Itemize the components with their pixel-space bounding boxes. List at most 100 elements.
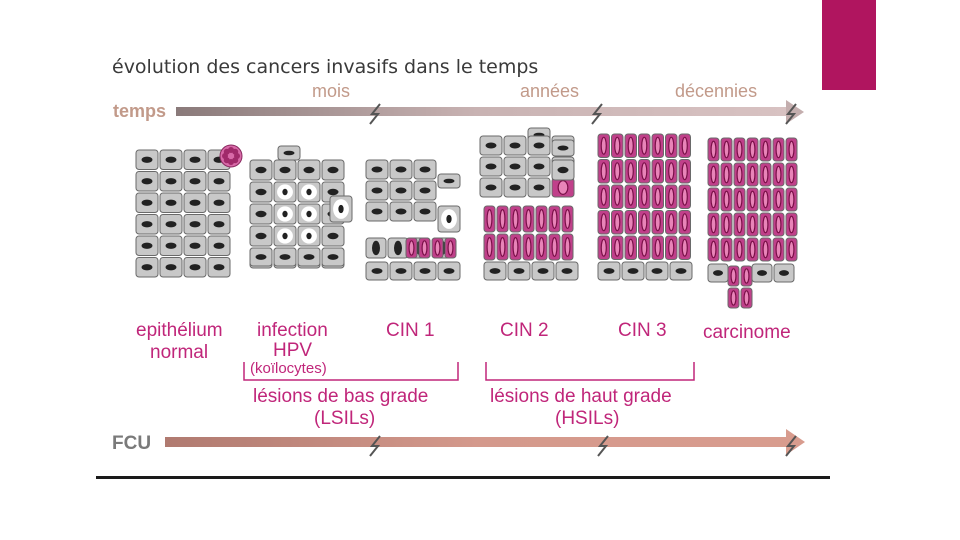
cell-nucleus (642, 239, 647, 256)
cell-nucleus (372, 268, 383, 274)
cell-nucleus (280, 167, 291, 173)
cell-nucleus (166, 178, 177, 184)
cell-nucleus (420, 187, 431, 193)
cell-nucleus (776, 241, 781, 258)
cell-nucleus (724, 191, 729, 208)
cell-nucleus (420, 268, 431, 274)
cell-nucleus (655, 188, 660, 205)
cell-nucleus (306, 233, 311, 239)
cell-nucleus (763, 141, 768, 158)
cell-nucleus (763, 241, 768, 258)
cell-nucleus (510, 184, 521, 190)
cell-nucleus (338, 205, 343, 213)
cell-nucleus (500, 210, 505, 229)
tissue-carcinome (708, 138, 797, 308)
cell-nucleus (615, 214, 620, 231)
cell-nucleus (724, 241, 729, 258)
cell-nucleus (282, 233, 287, 239)
stage-label-carcinome: carcinome (703, 322, 791, 343)
cell-nucleus (789, 216, 794, 233)
cell-nucleus (615, 163, 620, 180)
cell-nucleus (166, 200, 177, 206)
cell-nucleus (789, 141, 794, 158)
cell-nucleus (396, 208, 407, 214)
cell-nucleus (628, 163, 633, 180)
temps-label: temps (113, 101, 166, 121)
cell-nucleus (444, 268, 455, 274)
cell-nucleus (565, 210, 570, 229)
cell-nucleus (558, 145, 569, 150)
cell-nucleus (513, 238, 518, 257)
cell-nucleus (628, 239, 633, 256)
cell-nucleus (601, 188, 606, 205)
cell-nucleus (676, 268, 687, 274)
cell-nucleus (642, 214, 647, 231)
cell-nucleus (280, 254, 291, 260)
cell-nucleus (166, 221, 177, 227)
cell-nucleus (372, 166, 383, 172)
cell-nucleus (789, 191, 794, 208)
cell-nucleus (304, 167, 315, 173)
cell-nucleus (642, 163, 647, 180)
cell-nucleus (539, 210, 544, 229)
stage-label-cin2: CIN 2 (500, 320, 549, 341)
cell-nucleus (737, 141, 742, 158)
cell-nucleus (750, 216, 755, 233)
cell-nucleus (601, 214, 606, 231)
cell-nucleus (724, 141, 729, 158)
time-mark-mois: mois (312, 81, 350, 101)
cell-nucleus (711, 191, 716, 208)
cell-nucleus (422, 241, 427, 255)
cell-nucleus (256, 189, 267, 195)
cell-nucleus (562, 268, 573, 274)
cell-nucleus (682, 214, 687, 231)
cell-nucleus (526, 238, 531, 257)
high-grade-label-line1: lésions de haut grade (490, 386, 672, 407)
cell-nucleus (655, 214, 660, 231)
tissue-hpv-infection (250, 146, 352, 268)
cell-nucleus (601, 163, 606, 180)
cell-nucleus (448, 241, 453, 255)
cell-nucleus (487, 238, 492, 257)
cell-nucleus (486, 184, 497, 190)
cell-nucleus (711, 241, 716, 258)
cell-nucleus (737, 191, 742, 208)
cell-nucleus (731, 291, 736, 305)
cell-nucleus (757, 270, 767, 276)
cell-nucleus (737, 166, 742, 183)
cell-nucleus (655, 239, 660, 256)
cell-nucleus (306, 211, 311, 217)
hpv-virus-icon (220, 145, 242, 167)
cell-nucleus (306, 189, 311, 195)
cell-nucleus (435, 241, 440, 255)
cell-nucleus (256, 211, 267, 217)
cell-nucleus (420, 166, 431, 172)
cell-nucleus (328, 167, 339, 173)
cell-nucleus (190, 157, 201, 163)
cell-nucleus (669, 214, 674, 231)
cell-nucleus (328, 189, 339, 195)
cell-nucleus (526, 210, 531, 229)
cell-nucleus (682, 188, 687, 205)
cell-nucleus (486, 163, 497, 169)
cell-nucleus (487, 210, 492, 229)
cell-nucleus (682, 137, 687, 154)
cell-nucleus (655, 163, 660, 180)
cell-nucleus (731, 269, 736, 283)
cell-nucleus (142, 157, 153, 163)
cell-nucleus (539, 238, 544, 257)
cell-nucleus (682, 163, 687, 180)
cell-nucleus (214, 243, 225, 249)
cell-nucleus (558, 167, 569, 173)
cell-nucleus (552, 210, 557, 229)
stage-label-normal-line2: normal (150, 342, 208, 363)
cell-nucleus (669, 163, 674, 180)
stage-label-hpv-sub: (koïlocytes) (250, 360, 327, 377)
cell-nucleus (190, 264, 201, 270)
cell-nucleus (669, 137, 674, 154)
cell-nucleus (601, 137, 606, 154)
tissue-cin3 (598, 134, 692, 280)
cell-nucleus (615, 188, 620, 205)
cell-nucleus (744, 291, 749, 305)
cell-nucleus (652, 268, 663, 274)
